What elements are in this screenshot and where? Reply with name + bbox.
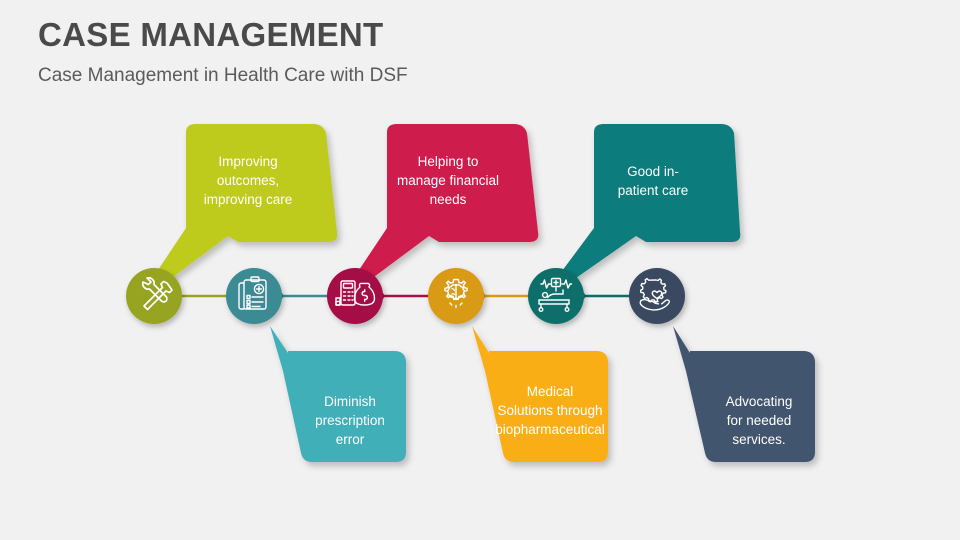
hand-heart-gear-icon <box>639 277 670 311</box>
callout-shape-6[interactable] <box>673 326 815 462</box>
connector-5 <box>576 291 638 301</box>
node-circle-4[interactable] <box>428 268 484 324</box>
node-circle-6[interactable] <box>629 268 685 324</box>
callout-shape-4[interactable] <box>472 326 608 462</box>
calculator-money-bag-icon <box>335 280 376 306</box>
connector-1 <box>173 291 235 301</box>
node-circle-1[interactable] <box>126 268 182 324</box>
callout-shape-5[interactable] <box>536 124 741 306</box>
connector-4 <box>476 291 537 301</box>
connector-2 <box>274 291 336 301</box>
slide-header: CASE MANAGEMENT Case Management in Healt… <box>38 16 898 88</box>
hospital-bed-monitor-icon <box>538 277 573 313</box>
page-title: CASE MANAGEMENT <box>38 16 384 53</box>
callout-shape-3[interactable] <box>335 124 539 306</box>
node-circle-5[interactable] <box>528 268 584 324</box>
connector-3 <box>375 291 437 301</box>
node-circle-2[interactable] <box>226 268 282 324</box>
brain-gear-icon <box>444 278 468 309</box>
page-subtitle: Case Management in Health Care with DSF <box>38 64 408 86</box>
medical-clipboard-icon <box>238 276 267 310</box>
node-circle-3[interactable] <box>327 268 383 324</box>
callout-shape-2[interactable] <box>270 326 406 462</box>
tools-icon <box>141 276 173 311</box>
callout-shape-1[interactable] <box>134 124 338 306</box>
